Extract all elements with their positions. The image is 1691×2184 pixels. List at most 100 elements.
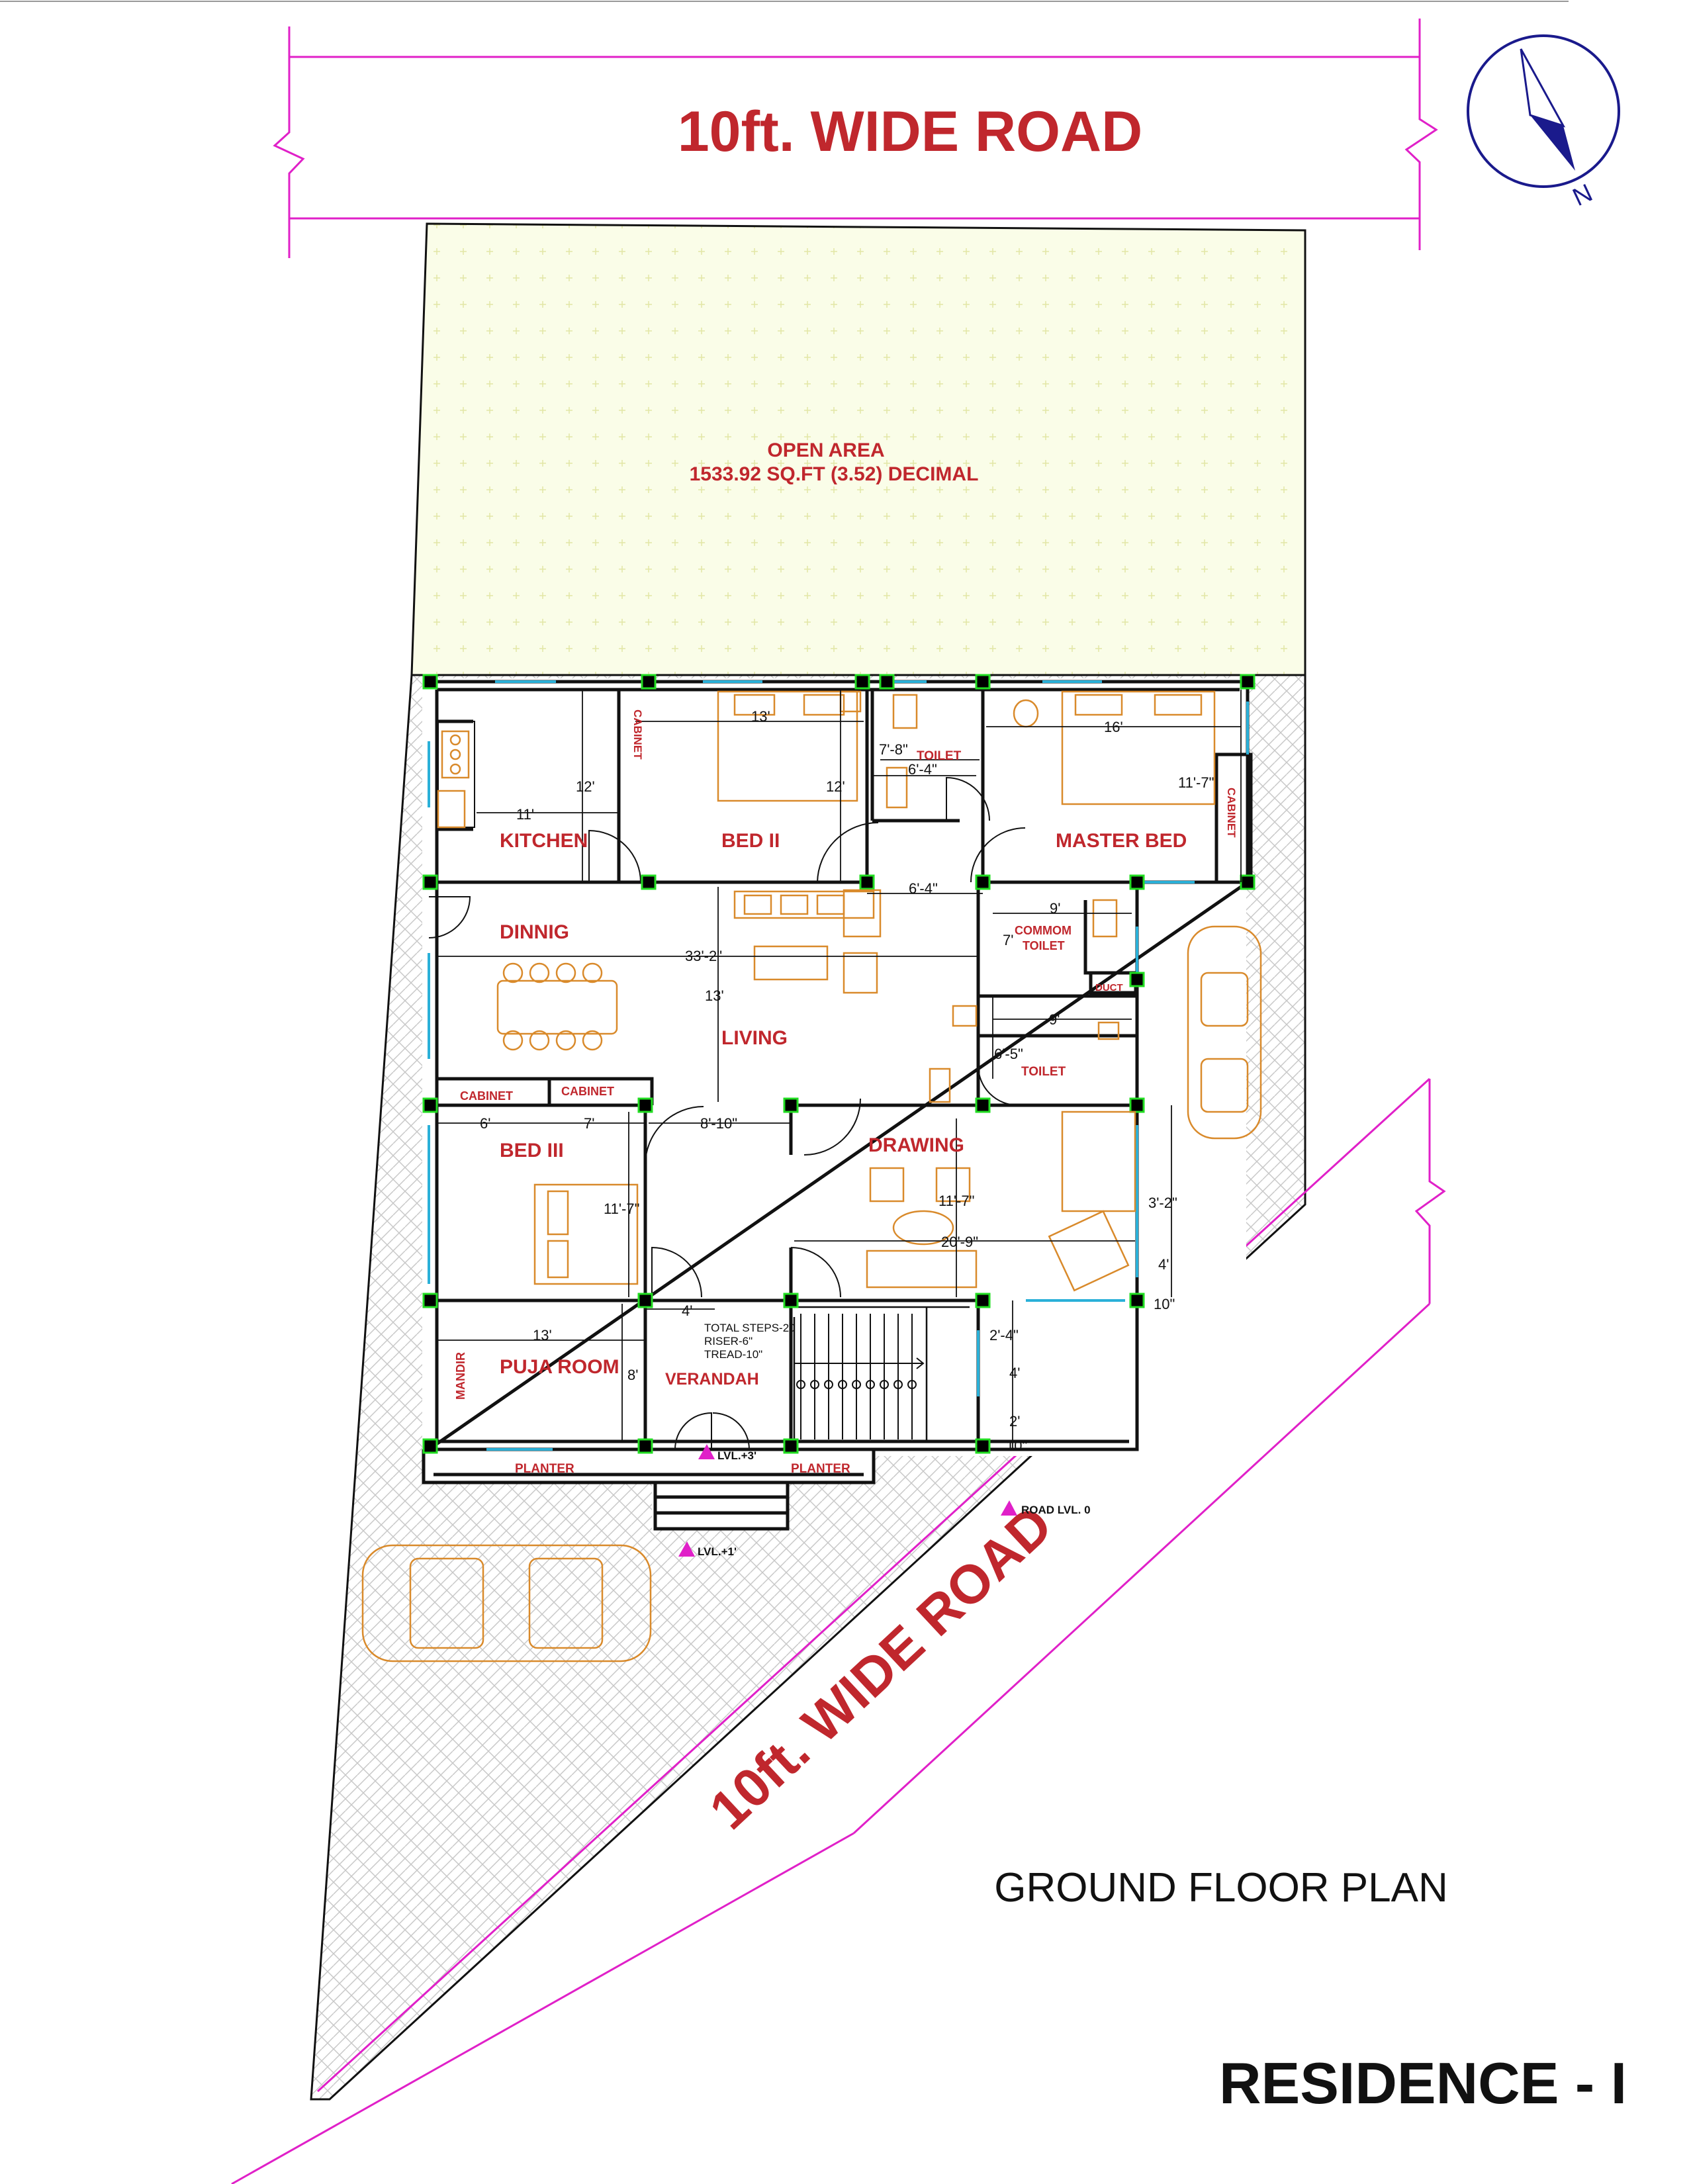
plan-title: GROUND FLOOR PLAN xyxy=(994,1865,1448,1911)
dim-drawing-w: 20'-9" xyxy=(941,1234,978,1250)
column xyxy=(641,874,657,890)
stair-nosing xyxy=(880,1380,889,1389)
dim-puja-h: 8' xyxy=(627,1367,638,1383)
column xyxy=(1240,874,1256,890)
level-entry-label: LVL.+3' xyxy=(717,1449,756,1462)
room-common-toilet-line1: COMMOM xyxy=(1015,924,1072,937)
stairs-tread: TREAD-10" xyxy=(704,1348,762,1361)
planter-label-2: PLANTER xyxy=(791,1462,850,1476)
stair-nosing xyxy=(907,1380,917,1389)
room-bed-iii: BED III xyxy=(500,1140,564,1161)
compass-label: N xyxy=(1569,179,1597,212)
dim-bed2-w: 13' xyxy=(751,708,770,725)
column xyxy=(422,674,438,690)
dim-master-h: 11'-7" xyxy=(1178,774,1214,791)
column xyxy=(422,1293,438,1308)
dim-stair-d: 10" xyxy=(1006,1437,1027,1454)
dim-house-w: 33'-2" xyxy=(685,948,722,964)
dim-ctoilet-w: 9' xyxy=(1050,900,1060,917)
cabinet-label-3: CABINET xyxy=(460,1089,513,1103)
dim-toilet2-w: 9' xyxy=(1049,1011,1060,1028)
car-2 xyxy=(361,1544,652,1662)
column xyxy=(1129,874,1145,890)
dim-stair-b: 4' xyxy=(1009,1365,1020,1381)
column xyxy=(783,1438,799,1454)
stair-nosing xyxy=(838,1380,847,1389)
cabinet-label-1: CABINET xyxy=(631,709,644,760)
dim-bed3-c: 8'-10" xyxy=(700,1115,737,1132)
car-1 xyxy=(1187,925,1262,1140)
column xyxy=(637,1293,653,1308)
column xyxy=(783,1293,799,1308)
column xyxy=(975,1293,991,1308)
column xyxy=(859,874,875,890)
dim-bed3-a: 6' xyxy=(480,1115,490,1132)
dim-kitchen-w: 11' xyxy=(516,806,534,823)
level-parking-label: LVL.+1' xyxy=(698,1545,737,1558)
column xyxy=(975,874,991,890)
column xyxy=(422,874,438,890)
dim-passage: 6'-4" xyxy=(909,880,938,897)
residence-title: RESIDENCE - I xyxy=(1219,2050,1627,2116)
dim-stair-c: 2' xyxy=(1009,1413,1020,1430)
column xyxy=(422,1097,438,1113)
dim-stair-a: 2'-4" xyxy=(989,1327,1019,1343)
room-living: LIVING xyxy=(721,1027,788,1049)
cabinet-label-4: CABINET xyxy=(561,1085,614,1098)
cabinet-label-2: CABINET xyxy=(1225,788,1238,838)
windows xyxy=(428,680,1249,1451)
dimension-lines xyxy=(437,690,1242,1449)
dim-side-b: 4' xyxy=(1158,1256,1169,1273)
dim-master-w: 16' xyxy=(1104,719,1123,735)
room-verandah: VERANDAH xyxy=(665,1370,759,1388)
planter-label-1: PLANTER xyxy=(515,1462,574,1476)
column xyxy=(1129,1097,1145,1113)
dim-bed3-b: 7' xyxy=(584,1115,594,1132)
column xyxy=(422,1438,438,1454)
top-road-label: 10ft. WIDE ROAD xyxy=(678,100,1142,163)
stairs-total-steps: TOTAL STEPS-20 xyxy=(704,1322,796,1334)
duct-label: DUCT xyxy=(1095,982,1123,993)
dim-drawing-h: 11'-7" xyxy=(938,1193,974,1209)
column xyxy=(1240,674,1256,690)
stair-nosing xyxy=(893,1380,903,1389)
stair-nosing xyxy=(852,1380,861,1389)
stair-nosing xyxy=(796,1380,805,1389)
stairs-riser: RISER-6" xyxy=(704,1335,753,1347)
dim-kitchen-h: 12' xyxy=(576,778,595,795)
stair xyxy=(784,1306,970,1441)
room-toilet-2: TOILET xyxy=(1021,1065,1066,1079)
column xyxy=(975,1438,991,1454)
compass: N xyxy=(1467,34,1620,212)
north-arrow-icon xyxy=(1520,48,1575,171)
column xyxy=(975,674,991,690)
dim-ver-w: 4' xyxy=(682,1302,692,1319)
dim-toilet2-h: 6'-5" xyxy=(994,1046,1023,1062)
open-area: OPEN AREA 1533.92 SQ.FT (3.52) DECIMAL xyxy=(410,222,1306,676)
mandir-label: MANDIR xyxy=(454,1352,467,1400)
level-marker-entry: LVL.+3' xyxy=(698,1444,756,1462)
room-bed-ii: BED II xyxy=(721,830,780,852)
column xyxy=(1129,972,1145,987)
dim-bed2-h: 12' xyxy=(826,778,845,795)
structural-columns xyxy=(422,674,1256,1454)
stair-nosing xyxy=(810,1380,819,1389)
dim-ctoilet-h: 7' xyxy=(1003,932,1013,948)
open-area-title: OPEN AREA xyxy=(767,439,884,461)
column xyxy=(641,674,657,690)
room-common-toilet-line2: TOILET xyxy=(1023,939,1065,952)
dim-bed3-h: 11'-7" xyxy=(604,1201,639,1217)
column xyxy=(637,1438,653,1454)
column xyxy=(879,674,895,690)
dim-living-h: 13' xyxy=(705,987,724,1004)
dim-side-a: 3'-2" xyxy=(1148,1195,1177,1211)
room-master-bed: MASTER BED xyxy=(1056,830,1187,852)
column xyxy=(637,1097,653,1113)
dim-puja-w: 13' xyxy=(533,1327,552,1343)
dim-toilet1-w: 7'-8" xyxy=(879,741,908,758)
furniture xyxy=(361,690,1262,1662)
column xyxy=(783,1097,799,1113)
level-road-label: ROAD LVL. 0 xyxy=(1021,1504,1091,1516)
column xyxy=(975,1097,991,1113)
